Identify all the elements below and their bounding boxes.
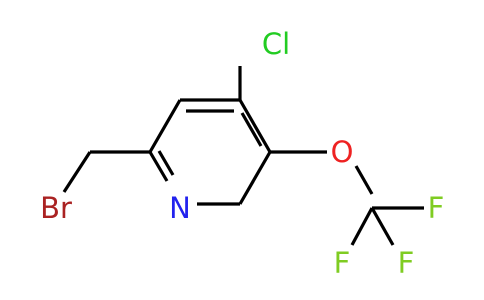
nitrogen-label: N — [169, 191, 191, 225]
bond-cf3-f2 — [370, 207, 395, 246]
atom-labels: Cl N O Br F F F — [40, 27, 444, 280]
bonds — [62, 66, 424, 246]
bond-n1-c2-inner — [157, 150, 175, 176]
bond-c5-c6 — [238, 151, 272, 205]
bond-cf3-f3 — [350, 207, 374, 246]
fluorine-label-2: F — [398, 246, 415, 280]
bromine-label: Br — [40, 191, 72, 225]
bond-c2-c3 — [148, 99, 182, 153]
bond-ch2-br — [62, 151, 92, 193]
fluorine-label-3: F — [334, 246, 351, 280]
bond-o-cf3 — [354, 165, 374, 195]
bond-c4-c5 — [238, 99, 272, 153]
fluorine-label-1: F — [428, 191, 445, 225]
chlorine-label: Cl — [262, 27, 290, 61]
bond-n1-c2 — [148, 151, 169, 182]
oxygen-label: O — [331, 135, 354, 169]
bond-c4-c5-inner — [240, 112, 263, 147]
